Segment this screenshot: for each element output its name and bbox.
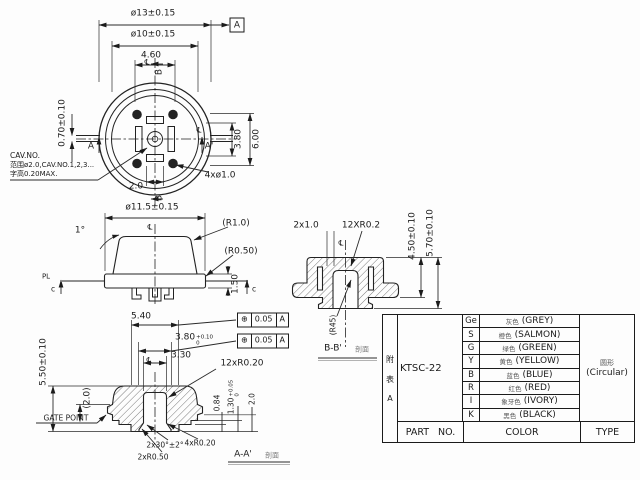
centerline-icon: ℄ xyxy=(196,125,202,135)
section-aa-title: A-A' xyxy=(234,449,252,460)
dim-draft-angle: 1° xyxy=(74,225,86,236)
dim-2xr050: 2xR0.50 xyxy=(137,452,169,462)
dim-150: 1.50 xyxy=(230,273,241,295)
dim-chamfer: 2x30°±2° xyxy=(146,440,184,450)
section-mark-c-left: c xyxy=(50,284,56,294)
table-footer: PART NO. COLOR TYPE xyxy=(398,421,634,442)
section-bb-title: B-B' xyxy=(324,343,342,354)
dim-12xr02: 12XR0.2 xyxy=(341,220,381,231)
rivet-dot xyxy=(132,158,142,169)
dim-450: 4.50±0.10 xyxy=(407,212,418,260)
dim-4xr020: 4xR0.20 xyxy=(184,438,216,448)
cav-note-line3: 字高0.20MAX. xyxy=(10,170,58,178)
section-bb-dimensions xyxy=(318,230,442,361)
section-aa-geometry xyxy=(106,372,204,441)
centerline-icon: ℄ xyxy=(338,238,344,248)
centerline-icon: ℄ xyxy=(146,355,152,365)
dim-460: 4.60 xyxy=(140,50,162,61)
top-view-dimensions xyxy=(10,20,254,202)
section-mark-c-right: c xyxy=(251,284,257,294)
side-view-geometry xyxy=(62,224,248,304)
section-bb-title-cn: 剖面 xyxy=(355,345,369,354)
section-mark-a-prime: A' xyxy=(204,141,214,152)
top-view-geometry xyxy=(76,58,236,206)
gdt-position-icon: ⊕ xyxy=(241,314,248,324)
dim-540: 5.40 xyxy=(130,311,152,322)
dim-380-top: 3.80 xyxy=(233,128,244,150)
table-side-label: 附 表 A xyxy=(383,315,398,442)
section-mark-b-bottom: B xyxy=(154,194,165,202)
dim-dia115: ø11.5±0.15 xyxy=(125,202,179,213)
dim-550: 5.50±0.10 xyxy=(38,338,49,386)
cav-note-line2: 范围ø2.0,CAV.NO.1,2,3... xyxy=(10,161,95,169)
type-cell: 圆形 (Circular) xyxy=(586,359,628,378)
dim-330: 3.30 xyxy=(170,350,192,361)
gate-point-label: GATE POINT xyxy=(43,413,89,423)
section-aa-title-cn: 剖面 xyxy=(265,451,279,460)
dim-20-ref: (2.0) xyxy=(82,387,93,409)
parting-line-mark: PL xyxy=(41,272,51,281)
rivet-dot xyxy=(168,109,178,120)
centerline-icon: ℄ xyxy=(147,222,153,232)
dim-20-top: 2.0 xyxy=(128,181,144,192)
footer-part-no: PART NO. xyxy=(398,422,464,442)
footer-color: COLOR xyxy=(464,422,581,442)
section-mark-a: A xyxy=(87,141,95,152)
dim-600: 6.00 xyxy=(251,128,262,150)
dim-4x-dia1: 4xø1.0 xyxy=(204,170,236,181)
dim-dia13: ø13±0.15 xyxy=(130,8,176,19)
centerline-icon: ℄ xyxy=(144,57,150,67)
gdt-position-icon: ⊕ xyxy=(241,335,248,345)
dim-r45: (R45) xyxy=(328,314,338,336)
dim-070: 0.70±0.10 xyxy=(57,99,68,147)
dim-dia10: ø10±0.15 xyxy=(130,29,176,40)
dim-r050: (R0.50) xyxy=(224,246,258,257)
rivet-dot xyxy=(132,109,142,120)
dim-084: 0.84 xyxy=(212,394,222,412)
section-aa-dimensions xyxy=(36,319,290,465)
datum-a-box: A xyxy=(229,17,245,33)
rivet-dot xyxy=(168,158,178,169)
dim-2x10: 2x1.0 xyxy=(293,220,319,231)
dim-12xr020: 12xR0.20 xyxy=(220,358,264,369)
dim-r10: (R1.0) xyxy=(222,218,250,229)
dim-570: 5.70±0.10 xyxy=(425,209,436,257)
part-number-cell: KTSC-22 xyxy=(398,315,463,421)
section-mark-b-top: B xyxy=(154,68,165,76)
side-view-dimensions xyxy=(58,213,250,296)
footer-type: TYPE xyxy=(595,426,620,438)
dim-20-aa: 2.0 xyxy=(247,393,257,405)
cav-note-line1: CAV.NO. xyxy=(10,151,41,160)
